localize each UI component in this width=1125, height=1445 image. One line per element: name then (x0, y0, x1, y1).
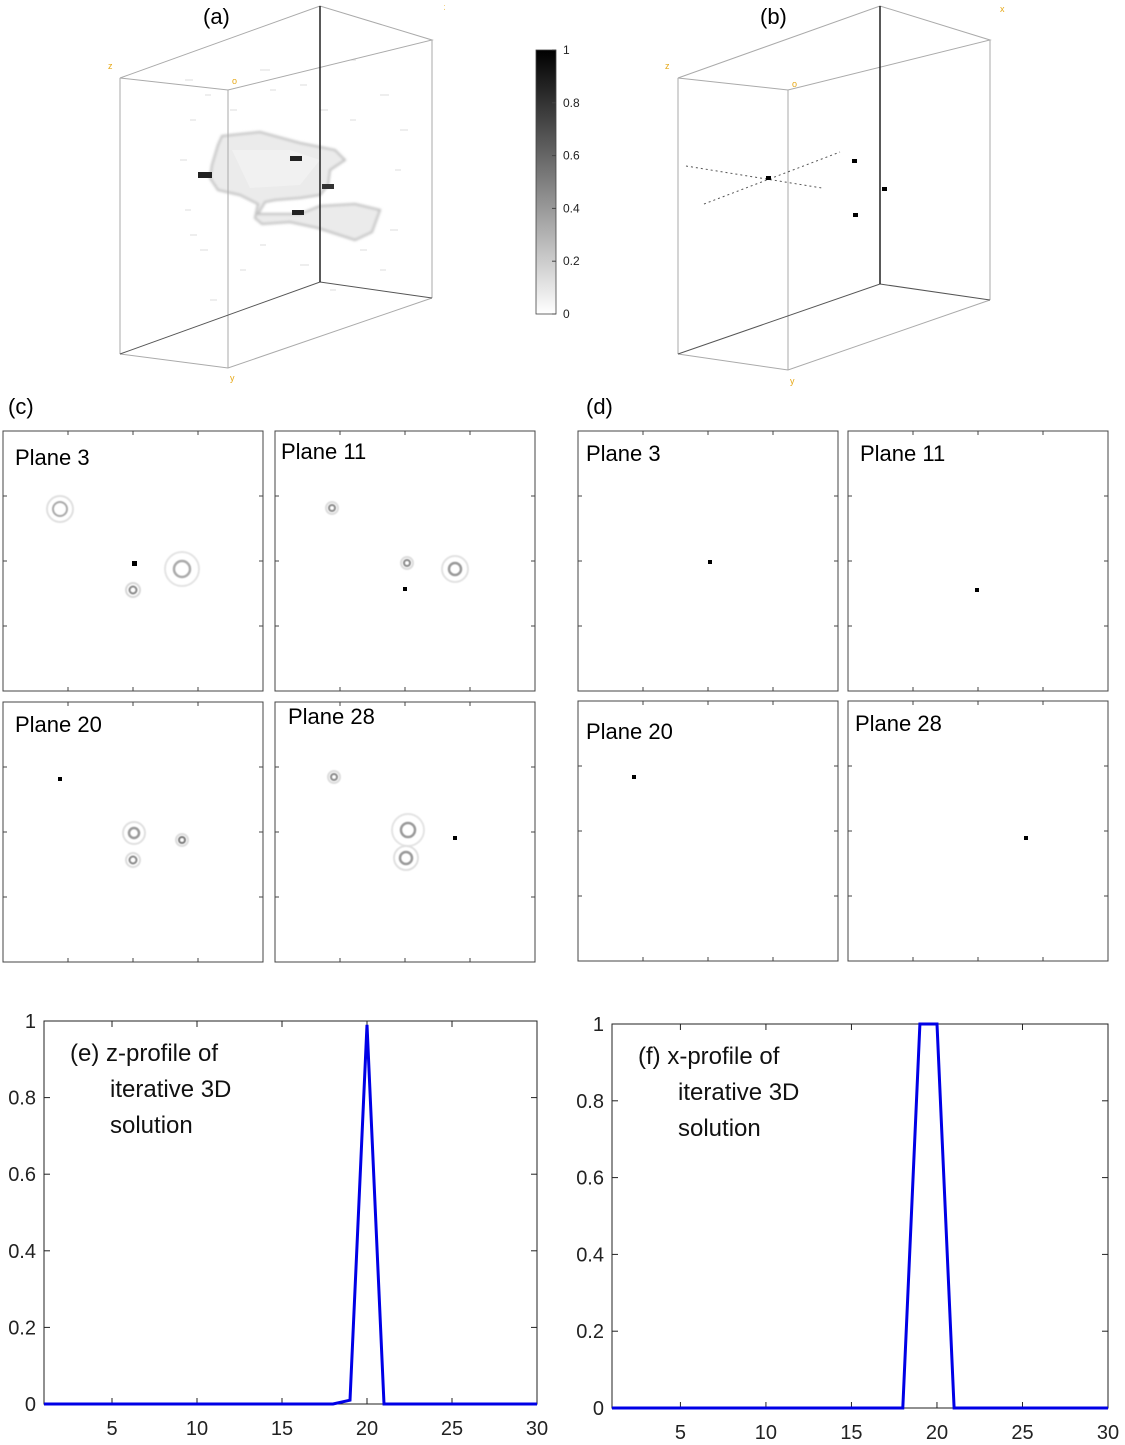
plane-c-3: Plane 3 (2, 430, 264, 692)
plane-title: Plane 20 (586, 719, 673, 744)
y-tick-label: 0.8 (576, 1091, 604, 1113)
plane-title: Plane 3 (15, 445, 90, 470)
colorbar-tick-label: 0.4 (563, 201, 580, 215)
panel-a-3d-volume: z o x y (108, 2, 445, 383)
y-tick-label: 0.6 (576, 1168, 604, 1190)
axis-letter-z-b: z (665, 61, 670, 71)
plane-c-20: Plane 20 (2, 701, 264, 963)
point-marker (852, 159, 857, 163)
plane-c-28: Plane 28 (274, 701, 536, 963)
point-marker (853, 213, 858, 217)
chart-annotation-line: (f) x-profile of (638, 1043, 780, 1070)
y-tick-label: 1 (25, 1011, 36, 1033)
chart-annotation-line: (e) z-profile of (70, 1040, 218, 1067)
colorbar-gradient (535, 49, 557, 315)
x-tick-label: 5 (675, 1422, 686, 1444)
x-tick-label: 20 (926, 1422, 948, 1444)
plane-title: Plane 11 (281, 439, 366, 464)
ground-truth-points (766, 159, 887, 217)
panel-b-3d-points: z o x y (665, 4, 1005, 386)
axis-letter-y-a: y (230, 373, 235, 383)
x-tick-label: 15 (271, 1418, 293, 1440)
plane-c-11: Plane 11 (274, 430, 536, 692)
y-tick-label: 0.2 (8, 1317, 36, 1339)
y-tick-label: 0.6 (8, 1164, 36, 1186)
colorbar-tick-label: 0.6 (563, 149, 580, 163)
y-tick-label: 0.8 (8, 1088, 36, 1110)
plane-tick-marks (3, 431, 1108, 962)
chart-annotation-line: iterative 3D (110, 1076, 231, 1103)
plane-title: Plane 20 (15, 712, 102, 737)
x-tick-label: 20 (356, 1418, 378, 1440)
x-tick-label: 30 (526, 1418, 548, 1440)
chart-annotation-line: solution (678, 1115, 761, 1142)
y-tick-label: 0 (25, 1394, 36, 1416)
volume-object (198, 130, 382, 242)
colorbar-tick-label: 0.8 (563, 96, 580, 110)
panel-label-b: (b) (760, 4, 787, 29)
bounding-box (119, 5, 434, 369)
colorbar-tick-label: 0 (563, 307, 570, 321)
x-tick-label: 30 (1097, 1422, 1119, 1444)
colorbar-ticks: 1 0.8 0.6 0.4 0.2 0 (552, 43, 580, 321)
chart-f-x-profile: 5 10 15 20 25 30 0 0.2 0.4 0.6 0.8 1 (f) x-profile o… (576, 1014, 1119, 1444)
colorbar: 1 0.8 0.6 0.4 0.2 0 (535, 43, 580, 321)
plane-title: Plane 3 (586, 441, 661, 466)
point-marker (766, 176, 771, 180)
axis-letter-y-b: y (790, 376, 795, 386)
chart-annotation-line: iterative 3D (678, 1079, 799, 1106)
x-tick-label: 25 (1011, 1422, 1033, 1444)
point-marker (882, 187, 887, 191)
chart-annotation-line: solution (110, 1112, 193, 1139)
plane-d-28: Plane 28 (847, 700, 1109, 962)
x-tick-label: 10 (755, 1422, 777, 1444)
plane-d-20: Plane 20 (577, 700, 839, 962)
planes-grid: Plane 3 Plane 11 Plane 20 (2, 430, 1109, 963)
axis-letter-z-a: z (108, 61, 113, 71)
panel-label-c: (c) (8, 394, 34, 419)
plane-title: Plane 28 (855, 711, 942, 736)
axis-letter-x-b: x (1000, 4, 1005, 14)
x-tick-label: 15 (840, 1422, 862, 1444)
plane-title: Plane 28 (288, 704, 375, 729)
y-tick-label: 0.4 (8, 1241, 36, 1263)
plot-frame (611, 1023, 1109, 1409)
volume-noise (180, 59, 408, 301)
bounding-box (677, 5, 992, 371)
plot-frame (43, 1020, 538, 1405)
y-tick-label: 0.4 (576, 1244, 604, 1266)
axis-letter-o-a: o (232, 76, 237, 86)
x-tick-label: 25 (441, 1418, 463, 1440)
y-tick-label: 1 (593, 1014, 604, 1036)
colorbar-tick-label: 1 (563, 43, 570, 57)
profile-line (612, 1022, 1108, 1410)
x-tick-label: 5 (106, 1418, 117, 1440)
axis-letter-o-b: o (792, 79, 797, 89)
y-tick-label: 0.2 (576, 1321, 604, 1343)
axis-letter-x-a: x (444, 2, 445, 12)
plane-d-11: Plane 11 (847, 430, 1109, 692)
colorbar-tick-label: 0.2 (563, 254, 580, 268)
y-tick-label: 0 (593, 1398, 604, 1420)
panel-label-a: (a) (203, 4, 230, 29)
profile-line (44, 1024, 537, 1406)
chart-e-z-profile: 5 10 15 20 25 30 0 0.2 0.4 0.6 0.8 1 (e) z-profile o… (8, 1011, 548, 1440)
plane-title: Plane 11 (860, 441, 945, 466)
panel-label-d: (d) (586, 394, 613, 419)
x-tick-label: 10 (186, 1418, 208, 1440)
dotted-guides (685, 151, 841, 205)
plane-d-3: Plane 3 (577, 430, 839, 692)
